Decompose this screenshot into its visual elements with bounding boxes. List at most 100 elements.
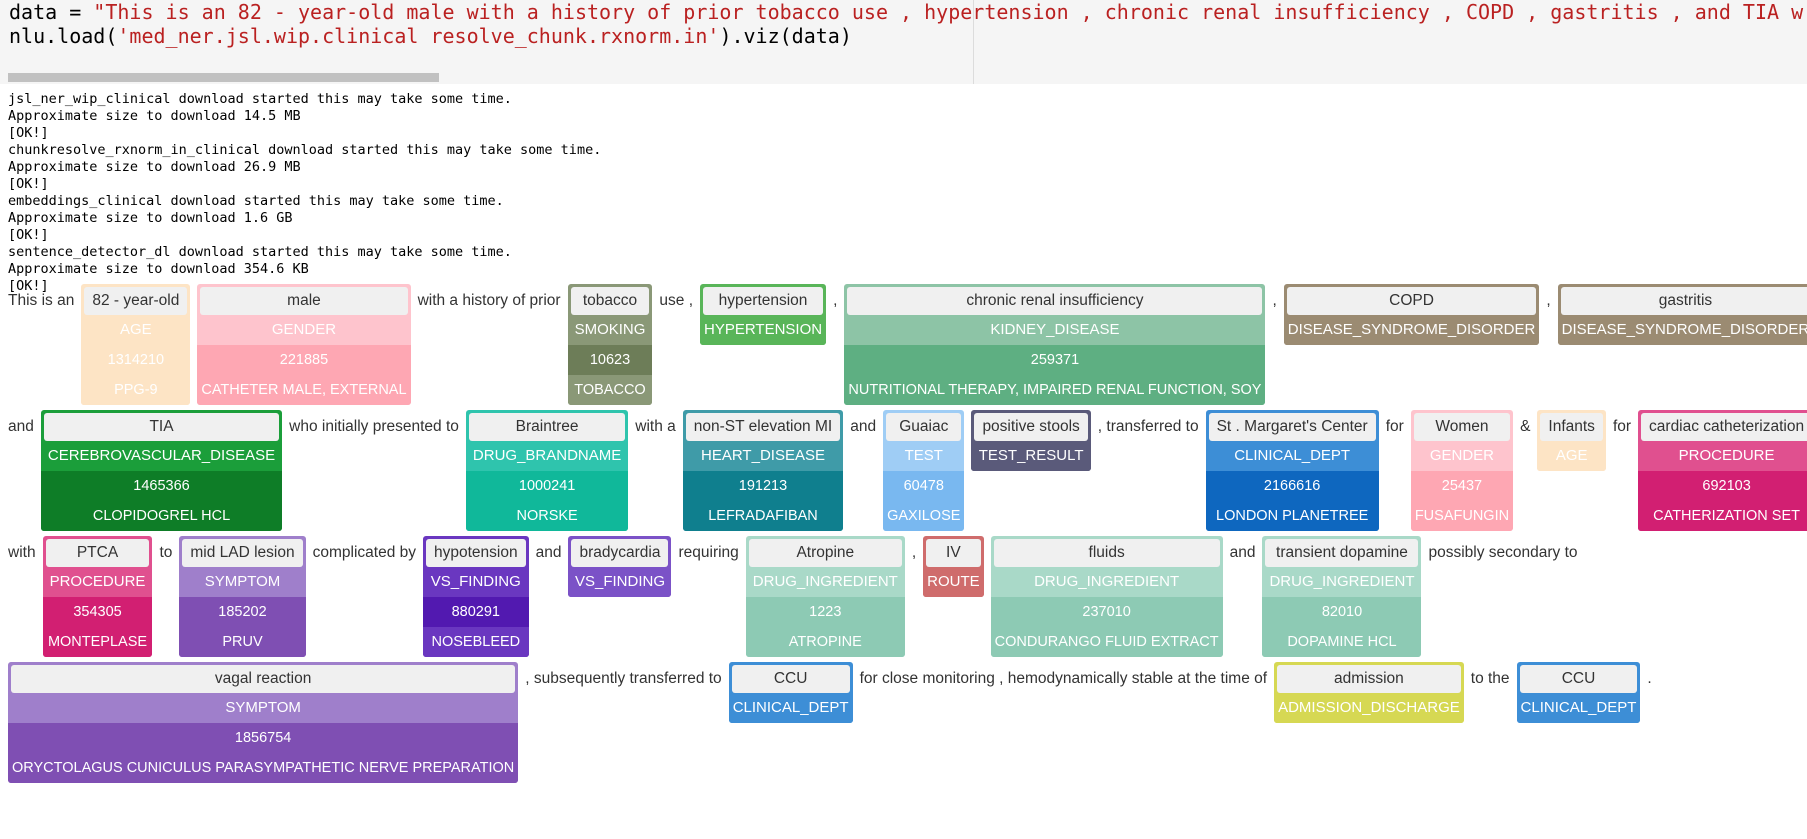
sentence-text: and — [8, 418, 34, 435]
entity-label: KIDNEY_DISEASE — [847, 315, 1263, 345]
entity-chunk: Atropine — [748, 539, 902, 567]
log-line: sentence_detector_dl download started th… — [8, 244, 512, 260]
resolution-text: NORSKE — [465, 501, 629, 531]
entity-label: SMOKING — [570, 315, 650, 345]
resolution-code: 25437 — [1410, 471, 1514, 501]
resolution-code: 237010 — [990, 597, 1223, 627]
resolution-code: 1465366 — [40, 471, 283, 501]
entity-chunk: hypertension — [703, 287, 824, 315]
resolution-code: 1223 — [745, 597, 905, 627]
sentence-text: , — [1272, 292, 1277, 309]
resolution-code: 185202 — [179, 597, 306, 627]
sentence-text: and — [850, 418, 877, 435]
log-line: Approximate size to download 1.6 GB — [8, 210, 293, 226]
code-cell[interactable]: data = "This is an 82 - year-old male wi… — [0, 0, 1807, 84]
entity-label: GENDER — [200, 315, 408, 345]
entity-chunk: PTCA — [45, 539, 150, 567]
entity-label: AGE — [84, 315, 188, 345]
entity-label: TEST — [886, 441, 962, 471]
resolution-code: 880291 — [423, 597, 529, 627]
entity-label: CLINICAL_DEPT — [1516, 693, 1641, 723]
entity-chunk: chronic renal insufficiency — [847, 287, 1263, 315]
resolution-text: ORYCTOLAGUS CUNICULUS PARASYMPATHETIC NE… — [8, 753, 519, 783]
sentence-text: This is an — [8, 292, 75, 309]
resolution-text: TOBACCO — [567, 375, 653, 405]
resolution-code: 1314210 — [81, 345, 191, 375]
entity-chunk: tobacco — [570, 287, 650, 315]
entity-chunk: positive stools — [974, 413, 1088, 441]
entity-label: DISEASE_SYNDROME_DISORDER — [1557, 315, 1807, 345]
sentence-text: use , — [659, 292, 694, 309]
resolution-text: NOSEBLEED — [423, 627, 529, 657]
sentence-text: , subsequently transferred to — [525, 670, 722, 687]
entity-label: PROCEDURE — [45, 567, 150, 597]
entity-chunk: Infants — [1540, 413, 1603, 441]
sentence-text: requiring — [678, 544, 739, 561]
entity-chunk: vagal reaction — [11, 665, 516, 693]
sentence-text: possibly secondary to — [1428, 544, 1578, 561]
entity-chunk: transient dopamine — [1265, 539, 1419, 567]
code-line-1[interactable]: data = "This is an 82 - year-old male wi… — [9, 0, 1803, 24]
log-line: [OK!] — [8, 278, 49, 294]
resolution-text: CLOPIDOGREL HCL — [40, 501, 283, 531]
entity-chunk: admission — [1277, 665, 1461, 693]
sentence-text: who initially presented to — [289, 418, 459, 435]
code-string: "This is an 82 - year-old male with a hi… — [93, 0, 1804, 24]
sentence-text: complicated by — [312, 544, 417, 561]
entity-label: DRUG_INGREDIENT — [1265, 567, 1419, 597]
resolution-text: NUTRITIONAL THERAPY, IMPAIRED RENAL FUNC… — [844, 375, 1266, 405]
entity-chunk: cardiac catheterization — [1641, 413, 1807, 441]
code-text: nlu.load( — [9, 24, 118, 48]
horizontal-scrollbar-thumb[interactable] — [8, 73, 439, 82]
sentence-text: , — [833, 292, 838, 309]
code-line-2[interactable]: nlu.load('med_ner.jsl.wip.clinical resol… — [9, 24, 852, 48]
resolution-code: 259371 — [844, 345, 1266, 375]
resolution-text: PPG-9 — [81, 375, 191, 405]
log-line: [OK!] — [8, 176, 49, 192]
resolution-text: CONDURANGO FLUID EXTRACT — [990, 627, 1223, 657]
resolution-text: MONTEPLASE — [42, 627, 153, 657]
log-line: [OK!] — [8, 227, 49, 243]
code-text: ).viz(data) — [719, 24, 852, 48]
entity-label: VS_FINDING — [426, 567, 526, 597]
entity-label: HEART_DISEASE — [685, 441, 841, 471]
resolution-text: LEFRADAFIBAN — [682, 501, 844, 531]
entity-label: TEST_RESULT — [971, 441, 1091, 471]
entity-chunk: CCU — [1519, 665, 1638, 693]
entity-label: HYPERTENSION — [700, 315, 827, 345]
entity-label: DRUG_INGREDIENT — [993, 567, 1220, 597]
resolution-code: 191213 — [682, 471, 844, 501]
resolution-code: 1856754 — [8, 723, 519, 753]
entity-chunk: Guaiac — [886, 413, 962, 441]
resolution-code: 2166616 — [1205, 471, 1379, 501]
entity-label: GENDER — [1413, 441, 1511, 471]
entity-chunk: IV — [926, 539, 981, 567]
entity-chunk: Women — [1413, 413, 1511, 441]
entity-chunk: CCU — [731, 665, 850, 693]
entity-chunk: mid LAD lesion — [182, 539, 303, 567]
resolution-code: 692103 — [1638, 471, 1807, 501]
entity-label: PROCEDURE — [1641, 441, 1807, 471]
entity-chunk: non-ST elevation MI — [685, 413, 841, 441]
sentence-text: , — [1546, 292, 1551, 309]
sentence-text: , — [911, 544, 917, 561]
sentence-text: for close monitoring , hemodynamically s… — [859, 670, 1268, 687]
resolution-text: DOPAMINE HCL — [1262, 627, 1422, 657]
sentence-text: . — [1647, 670, 1652, 687]
